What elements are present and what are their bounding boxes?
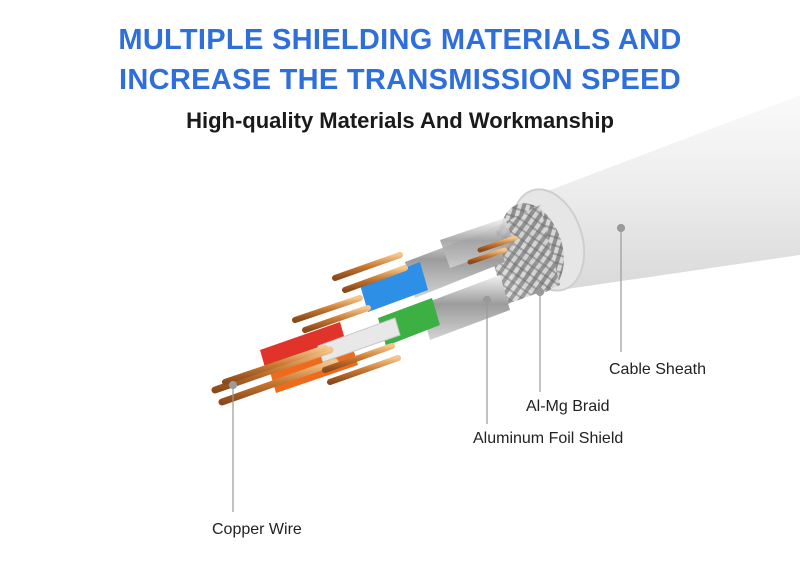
- aluminum-foil-shield: [405, 218, 515, 340]
- headline-line-2: INCREASE THE TRANSMISSION SPEED: [119, 64, 681, 96]
- label-copper-wire: Copper Wire: [212, 521, 302, 538]
- leader-lines: [228, 223, 626, 512]
- subtitle: High-quality Materials And Workmanship: [186, 108, 614, 133]
- label-cable-sheath: Cable Sheath: [609, 361, 706, 378]
- headline-line-1: MULTIPLE SHIELDING MATERIALS AND: [118, 24, 682, 56]
- label-al-mg-braid: Al-Mg Braid: [526, 398, 610, 415]
- label-aluminum-foil-shield: Aluminum Foil Shield: [473, 430, 624, 447]
